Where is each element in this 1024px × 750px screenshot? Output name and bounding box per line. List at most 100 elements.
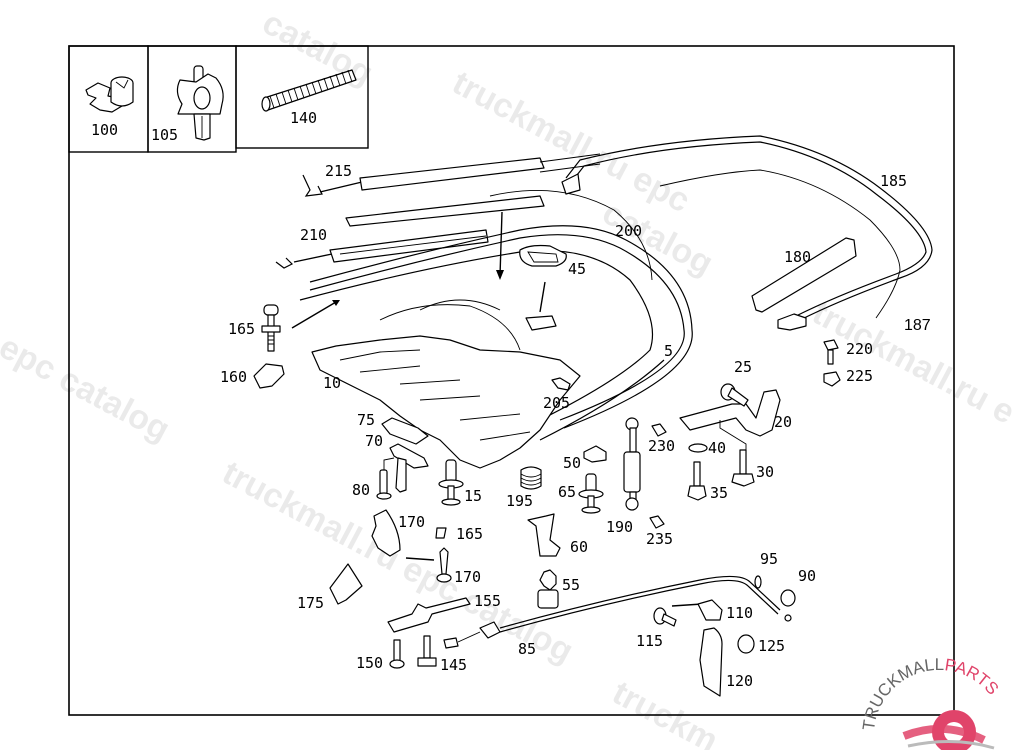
callout-187: 187 <box>904 317 931 334</box>
lid-frame-200 <box>309 189 693 429</box>
callout-5: 5 <box>664 342 673 360</box>
gear-logo-icon <box>902 710 995 750</box>
push-clip-15 <box>438 459 464 506</box>
gas-strut-190 <box>623 417 641 511</box>
screw-170 <box>405 547 452 583</box>
watermark-text: u epc catalog <box>0 314 176 450</box>
clip-105-icon <box>176 65 224 141</box>
callout-210: 210 <box>300 226 327 244</box>
callout-65: 65 <box>558 483 576 501</box>
logo-text: TRUCKMALLPARTS <box>859 655 1002 732</box>
callout-190: 190 <box>606 518 633 536</box>
callout-60: 60 <box>570 538 588 556</box>
callout-95: 95 <box>760 550 778 568</box>
callout-30: 30 <box>756 463 774 481</box>
callout-180: 180 <box>784 248 811 266</box>
callout-200: 200 <box>615 222 642 240</box>
inset-panels <box>68 45 369 153</box>
callout-35: 35 <box>710 484 728 502</box>
bolt-150 <box>417 635 437 667</box>
bolt-115 <box>653 607 677 627</box>
bolt-135 <box>261 300 340 352</box>
callout-100: 100 <box>91 121 118 139</box>
callout-225: 225 <box>846 367 873 385</box>
arrow-icon <box>496 270 504 280</box>
callout-120: 120 <box>726 672 753 690</box>
callout-235: 235 <box>646 530 673 548</box>
bolt-155 <box>389 639 405 669</box>
seal-rail-185 <box>561 135 933 331</box>
corrugated-tube-140-icon <box>261 69 357 112</box>
lock-110 <box>671 599 723 621</box>
nut-225 <box>823 371 841 387</box>
callout-80: 80 <box>352 481 370 499</box>
callout-15: 15 <box>464 487 482 505</box>
liner-panel-10 <box>311 299 581 469</box>
callout-175: 175 <box>297 594 324 612</box>
bolt-25 <box>720 383 749 407</box>
watermark-text: truckmall.ru e <box>806 294 1021 432</box>
callout-165: 165 <box>456 525 483 543</box>
clip-90 <box>780 589 796 607</box>
push-clip-65 <box>578 473 604 514</box>
bumper-55 <box>537 569 559 609</box>
watermark-text: truckmall.ru epc <box>446 64 696 221</box>
callout-40: 40 <box>708 439 726 457</box>
callout-55: 55 <box>562 576 580 594</box>
trim-strip-180 <box>751 237 857 313</box>
callout-90: 90 <box>798 567 816 585</box>
callout-50: 50 <box>563 454 581 472</box>
clip-100-icon <box>85 76 134 113</box>
callout-10: 10 <box>323 374 341 392</box>
screw-80 <box>376 457 395 500</box>
callout-145: 155 <box>474 592 501 610</box>
cover-160 <box>371 509 401 557</box>
plate-120 <box>699 627 723 697</box>
callout-195: 195 <box>506 492 533 510</box>
clip-205 <box>551 377 571 391</box>
nut-125 <box>737 634 755 654</box>
clip-230 <box>651 423 667 437</box>
callout-230: 230 <box>648 437 675 455</box>
callout-125: 125 <box>758 637 785 655</box>
callout-110: 110 <box>726 604 753 622</box>
callout-70: 70 <box>365 432 383 450</box>
bolt-220 <box>823 339 839 365</box>
release-cable-85 <box>443 575 792 649</box>
cover-175 <box>329 563 363 605</box>
callout-25: 25 <box>734 358 752 376</box>
callout-155: 150 <box>356 654 383 672</box>
seal-strip-215 <box>302 153 601 197</box>
callout-170: 170 <box>454 568 481 586</box>
bracket-145 <box>387 597 471 633</box>
washer-40 <box>688 443 708 453</box>
callout-20: 20 <box>774 413 792 431</box>
callout-205: 205 <box>543 394 570 412</box>
seal-strip-210 <box>275 229 489 269</box>
callout-185: 185 <box>880 172 907 190</box>
washer-95 <box>754 575 762 589</box>
bracket-60 <box>527 513 561 557</box>
bumper-195 <box>520 466 542 490</box>
callout-85: 85 <box>518 640 536 658</box>
callout-130: 160 <box>220 368 247 386</box>
plate-75 <box>381 417 429 445</box>
callout-105: 105 <box>151 126 178 144</box>
leader-line <box>499 211 503 277</box>
callout-160: 170 <box>398 513 425 531</box>
bracket-130 <box>253 363 285 389</box>
callout-135: 165 <box>228 320 255 338</box>
part-45 <box>519 244 567 331</box>
callout-45: 45 <box>568 260 586 278</box>
clip-165 <box>435 527 447 539</box>
callout-75: 75 <box>357 411 375 429</box>
callout-150: 145 <box>440 656 467 674</box>
watermark-text: catalog <box>256 4 379 93</box>
callout-215: 215 <box>325 162 352 180</box>
nut-50 <box>583 445 607 463</box>
bracket-70 <box>389 443 429 493</box>
callout-140: 140 <box>290 109 317 127</box>
callout-220: 220 <box>846 340 873 358</box>
callout-115: 115 <box>636 632 663 650</box>
